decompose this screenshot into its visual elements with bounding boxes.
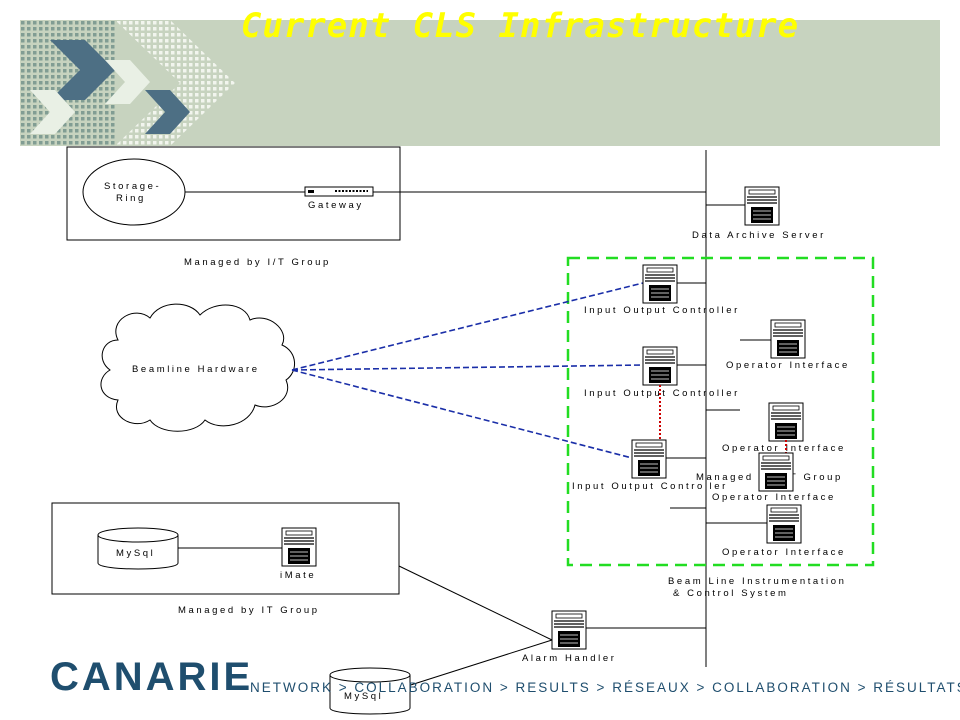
title-banner [20,20,940,146]
storage-ring-ellipse [82,158,186,226]
operator-interface-4-label: Operator Interface [722,547,846,558]
blics-label-1: Beam Line Instrumentation [668,576,847,587]
link-hardware-ioc-1 [291,282,644,371]
storage-ring-label: Storage- [104,181,161,192]
operator-interface-1-label: Operator Interface [726,360,850,371]
link-hardware-ioc-3 [291,369,633,459]
it-managed-box-top [66,146,401,241]
gateway-label: Gateway [308,200,364,211]
ioc-3-label: Input Output Controller [572,481,728,492]
slide-title: Current CLS Infrastructure [240,6,800,46]
operator-interface-2-icon [768,402,804,442]
mysql-database-2 [329,667,411,715]
chevron-pattern-graphic [20,20,235,146]
operator-interface-3-icon [758,452,794,492]
managed-by-it-top-label: Managed by I/T Group [184,257,331,268]
gateway-device [304,186,374,197]
imate-label: iMate [280,570,316,581]
storage-ring-label-2: Ring [116,193,146,204]
mysql-1-label: MySql [116,548,155,559]
link-hardware-ioc-2 [291,364,644,371]
blics-label-2: & Control System [673,588,789,599]
data-archive-server-label: Data Archive Server [692,230,826,241]
operator-interface-4-icon [766,504,802,544]
footer-tagline: NETWORK > COLLABORATION > RESULTS > RÉSE… [250,680,960,695]
operator-interface-2-label: Operator Interface [722,443,846,454]
it-managed-box-bottom [51,502,400,595]
mysql-database-1 [97,527,179,570]
ioc-1-label: Input Output Controller [584,305,740,316]
imate-server-icon [281,527,317,567]
beamline-hardware-label: Beamline Hardware [132,364,260,375]
alarm-handler-label: Alarm Handler [522,653,617,664]
alarm-handler-icon [551,610,587,650]
canarie-logo: CANARIE [50,655,254,699]
data-archive-server-icon [744,186,780,226]
mysql-2-label: MySql [344,691,383,702]
operator-interface-1-icon [770,319,806,359]
beamline-hardware-cloud [100,303,295,432]
ioc-3-icon [631,439,667,479]
beamline-control-boundary [566,256,875,567]
operator-interface-3-label: Operator Interface [712,492,836,503]
managed-by-it-bottom-label: Managed by IT Group [178,605,320,616]
ioc-2-label: Input Output Controller [584,388,740,399]
ioc-1-icon [642,264,678,304]
ioc-2-icon [642,346,678,386]
